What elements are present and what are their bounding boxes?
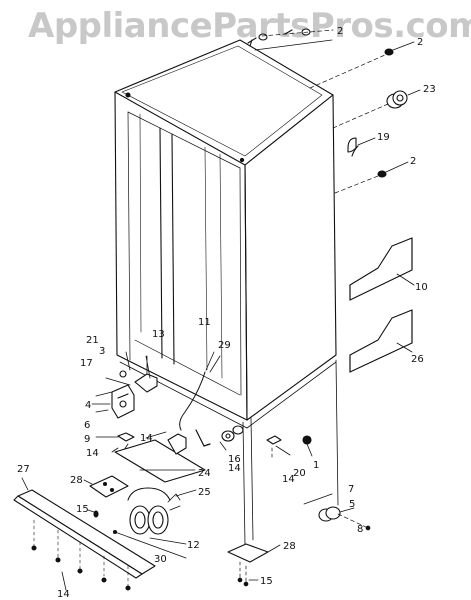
bushing-23 xyxy=(332,89,421,129)
callout-14: 14 xyxy=(140,433,153,444)
callout-26: 26 xyxy=(411,354,424,365)
callout-15: 15 xyxy=(260,576,273,587)
callout-12: 12 xyxy=(187,540,200,551)
callout-labels: 2 2 2 23 19 10 26 11 13 29 21 3 17 4 6 9… xyxy=(17,26,436,600)
callout-20: 20 xyxy=(293,468,306,479)
screw-2-right-mid xyxy=(334,161,409,194)
cord-29 xyxy=(179,351,221,447)
callout-15: 15 xyxy=(76,504,89,515)
screw-15-left xyxy=(87,509,99,518)
callout-1: 1 xyxy=(313,460,319,471)
leader-12 xyxy=(149,537,187,545)
callout-28: 28 xyxy=(70,475,83,486)
base-plate-28-left xyxy=(83,475,129,498)
callout-17: 17 xyxy=(80,358,93,369)
callout-2: 2 xyxy=(417,37,423,48)
callout-4: 4 xyxy=(85,400,91,411)
callout-14: 14 xyxy=(282,474,295,485)
callout-11: 11 xyxy=(198,317,211,328)
callout-5: 5 xyxy=(349,499,355,510)
callout-16: 16 xyxy=(228,454,241,465)
callout-3: 3 xyxy=(99,346,105,357)
callout-27: 27 xyxy=(17,464,30,475)
panel-26 xyxy=(349,309,413,373)
kick-plate-27 xyxy=(13,477,156,579)
bracket-assembly-left xyxy=(91,351,158,419)
callout-6: 6 xyxy=(84,420,90,431)
callout-23: 23 xyxy=(423,84,436,95)
roller-16 xyxy=(219,425,244,451)
screw-1 xyxy=(302,435,313,457)
callout-14: 14 xyxy=(228,463,241,474)
callout-2: 2 xyxy=(337,26,343,37)
hinge-19 xyxy=(347,137,376,157)
callout-9: 9 xyxy=(84,434,90,445)
callout-14: 14 xyxy=(86,448,99,459)
kick-plate-screws xyxy=(31,519,131,591)
leveling-leg-5 xyxy=(303,359,371,531)
callout-28: 28 xyxy=(283,541,296,552)
bracket-20 xyxy=(266,435,291,461)
bracket-14-center xyxy=(145,431,187,455)
callout-8: 8 xyxy=(357,524,363,535)
callout-21: 21 xyxy=(86,335,99,346)
leveler-plate-24 xyxy=(114,439,206,483)
callout-13: 13 xyxy=(152,329,165,340)
cabinet-body xyxy=(114,39,337,429)
callout-14: 14 xyxy=(57,589,70,600)
base-plate-28-right xyxy=(227,417,281,587)
watermark: AppliancePartsPros.com xyxy=(28,6,471,46)
callout-19: 19 xyxy=(377,132,390,143)
bar-30 xyxy=(112,529,187,559)
callout-29: 29 xyxy=(218,340,231,351)
callout-30: 30 xyxy=(154,554,167,565)
callout-7: 7 xyxy=(348,484,354,495)
callout-2: 2 xyxy=(410,156,416,167)
top-screws xyxy=(247,28,334,51)
caster-wheel-assembly xyxy=(127,487,197,535)
screw-2-right-top xyxy=(309,41,415,89)
callout-25: 25 xyxy=(198,487,211,498)
panel-10 xyxy=(349,237,415,301)
callout-24: 24 xyxy=(198,468,211,479)
callout-10: 10 xyxy=(415,282,428,293)
